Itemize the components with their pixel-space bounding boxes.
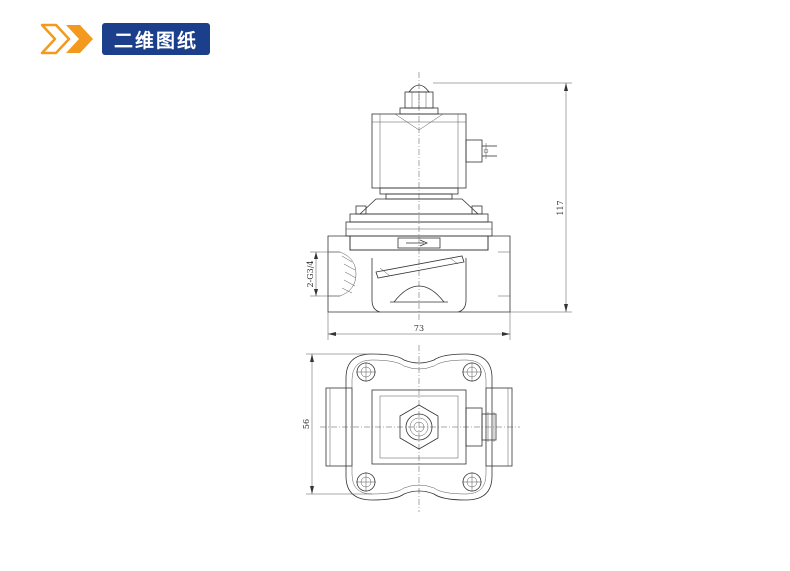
top-view — [320, 345, 520, 512]
width-dimension-label: 73 — [414, 324, 424, 333]
header: 二维图纸 — [40, 22, 211, 56]
width-dimension: 73 — [327, 312, 511, 340]
height-dimension-label: 117 — [556, 200, 565, 215]
double-chevron-icon — [40, 23, 93, 55]
page-title: 二维图纸 — [102, 23, 211, 55]
depth-dimension: 56 — [302, 353, 372, 495]
height-dimension: 117 — [433, 82, 572, 313]
port-dimension: 2-G3/4 — [306, 251, 340, 297]
front-view — [327, 72, 511, 320]
port-dimension-label: 2-G3/4 — [306, 260, 315, 287]
depth-dimension-label: 56 — [302, 419, 311, 429]
